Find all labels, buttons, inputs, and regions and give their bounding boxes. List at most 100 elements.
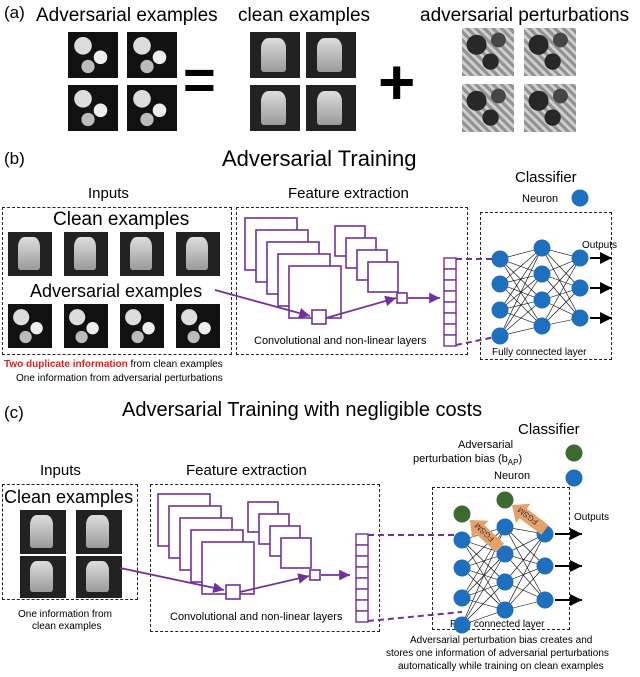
- network-edge: [499, 247, 543, 337]
- perturbation-image: [524, 28, 576, 76]
- clean-image: [176, 232, 220, 276]
- inputs-box-c: [2, 484, 138, 600]
- fgsm-arrow-shape: [469, 519, 505, 553]
- feature-vector-cell: [355, 588, 369, 601]
- adversarial-image: [68, 85, 118, 131]
- conv-feature-map: [280, 537, 312, 569]
- neuron: [453, 559, 471, 577]
- neuron-label-c: Neuron: [494, 470, 531, 482]
- clean-image: [64, 232, 108, 276]
- network-edge: [541, 287, 581, 327]
- neuron: [571, 279, 589, 297]
- network-edge: [499, 299, 543, 337]
- clean-image: [306, 32, 356, 78]
- network-edge: [504, 526, 546, 567]
- clean-image: [8, 232, 52, 276]
- neuron: [533, 317, 551, 335]
- network-edge: [541, 247, 581, 289]
- clean-examples-title: clean examples: [238, 5, 371, 26]
- clean-image: [250, 85, 300, 131]
- perturbation-info-note: One information from adversarial perturb…: [16, 373, 223, 384]
- conv-kernel: [225, 584, 241, 600]
- fgsm-arrow-shape: [511, 503, 549, 535]
- panel-a-label: (a): [4, 3, 25, 22]
- network-edge: [504, 553, 546, 601]
- adversarial-image: [120, 304, 164, 348]
- perturbation-image: [524, 84, 576, 132]
- flow-arrow: [119, 567, 225, 594]
- feature-extraction-box-b: [236, 207, 468, 355]
- neuron: [533, 265, 551, 283]
- neuron: [491, 250, 509, 268]
- panel-c-label: (c): [4, 403, 24, 422]
- bias-neuron: [453, 505, 471, 523]
- neuron: [491, 301, 509, 319]
- network-edge: [504, 565, 546, 611]
- panel-c-title: Adversarial Training with negligible cos…: [122, 399, 483, 421]
- feature-vector-cell: [355, 610, 369, 623]
- bias-label-line2: perturbation bias (bAP): [413, 454, 522, 467]
- neuron: [496, 573, 514, 591]
- bias-label-close: ): [518, 453, 523, 465]
- network-edge: [461, 581, 506, 626]
- adversarial-image: [64, 304, 108, 348]
- duplicate-info-note: Two duplicate information from clean exa…: [4, 360, 223, 370]
- bottom-note-2: stores one information of adversarial pe…: [386, 648, 609, 659]
- fc-layer-label-c: Fully connected layer: [450, 619, 545, 630]
- bias-label-line1: Adversarial: [458, 439, 514, 451]
- network-edge: [504, 533, 546, 611]
- neuron: [496, 518, 514, 536]
- conv-layers-label-b: Convolutional and non-linear layers: [254, 335, 427, 347]
- panel-b-label: (b): [4, 149, 25, 168]
- neuron-label-b: Neuron: [522, 193, 559, 205]
- network-edge: [499, 247, 543, 311]
- flow-arrow: [214, 289, 311, 319]
- feature-vector-cell: [443, 301, 457, 314]
- conv-kernel: [396, 292, 408, 304]
- network-edge: [541, 273, 581, 319]
- network-edge: [541, 247, 581, 319]
- feature-vector-cell: [443, 257, 457, 270]
- feature-vector-cell: [443, 312, 457, 325]
- conv-layers-label-c: Convolutional and non-linear layers: [170, 611, 343, 623]
- feature-vector-cell: [355, 544, 369, 557]
- duplicate-info-highlight: Two duplicate information: [4, 359, 128, 370]
- bias-label-sub: AP: [507, 458, 519, 468]
- dashed-connector: [455, 335, 501, 346]
- adversarial-image: [68, 32, 118, 78]
- equals-sign: =: [183, 48, 216, 111]
- feature-vector-cell: [443, 334, 457, 347]
- conv-feature-map: [367, 261, 399, 293]
- flow-arrow: [325, 295, 397, 319]
- feature-extraction-label-c: Feature extraction: [186, 462, 307, 479]
- feature-vector-cell: [443, 279, 457, 292]
- adversarial-examples-label-b: Adversarial examples: [30, 281, 203, 301]
- perturbation-image: [462, 28, 514, 76]
- neuron-legend-icon: [571, 189, 589, 207]
- dashed-connector: [367, 611, 463, 622]
- clean-image: [76, 556, 122, 598]
- network-edge: [541, 257, 581, 327]
- clean-image: [120, 232, 164, 276]
- feature-vector-cell: [443, 290, 457, 303]
- network-edge: [461, 526, 506, 569]
- clean-image: [20, 556, 66, 598]
- adversarial-image: [127, 32, 177, 78]
- neuron: [453, 589, 471, 607]
- feature-vector-cell: [355, 533, 369, 546]
- feature-vector-cell: [443, 268, 457, 281]
- bottom-note-3: automatically while training on clean ex…: [398, 661, 604, 672]
- bottom-note-1: Adversarial perturbation bias creates an…: [410, 635, 593, 646]
- feature-vector-cell: [443, 323, 457, 336]
- clean-image: [20, 510, 66, 554]
- input-note-c-2: clean examples: [32, 621, 102, 632]
- feature-vector-cell: [355, 566, 369, 579]
- bias-neuron: [496, 491, 514, 509]
- network-edge: [541, 257, 581, 301]
- neuron: [533, 291, 551, 309]
- neuron: [453, 531, 471, 549]
- inputs-label-c: Inputs: [40, 462, 81, 479]
- bias-label-text: perturbation bias (b: [413, 453, 508, 465]
